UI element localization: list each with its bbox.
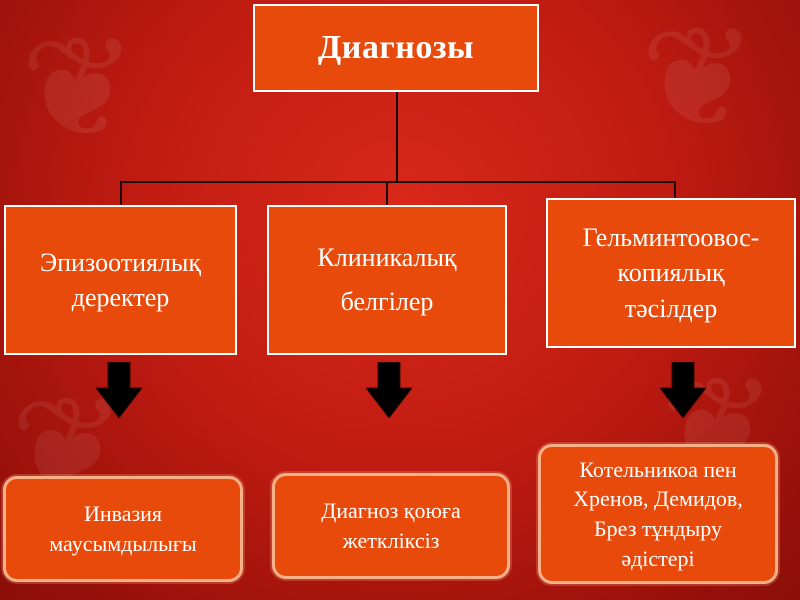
connector-middle-drop: [386, 181, 388, 205]
result-line: Диагноз қоюға: [321, 498, 461, 524]
result-box-insufficient: Диагноз қоюға жеткліксіз: [272, 473, 510, 579]
background-leaf-icon: ❦: [640, 2, 758, 157]
down-arrow-icon: [366, 362, 412, 418]
category-line: Эпизоотиялық: [39, 247, 202, 277]
result-line: Хренов, Демидов,: [573, 486, 743, 512]
result-line: жеткліксіз: [342, 528, 440, 553]
category-line: деректер: [71, 283, 170, 312]
down-arrow-icon: [660, 362, 706, 418]
diagnosis-title-box: Диагнозы: [253, 4, 539, 92]
result-line: маусымдылығы: [49, 531, 197, 556]
result-box-methods: Котельникоа пен Хренов, Демидов, Брез тұ…: [538, 444, 778, 584]
category-box-epizootic: Эпизоотиялық деректер: [4, 205, 237, 355]
category-line: копиялық: [617, 258, 725, 288]
category-line: Клиникалық: [317, 242, 457, 272]
category-box-clinical: Клиникалық белгілер: [267, 205, 507, 355]
connector-left-drop: [120, 181, 122, 205]
connector-vertical-top: [396, 92, 398, 182]
background-leaf-icon: ❦: [20, 12, 138, 167]
result-line: әдістері: [621, 545, 695, 571]
result-line: Инвазия: [83, 501, 163, 527]
result-line: Брез тұндыру: [594, 516, 722, 541]
down-arrow-icon: [96, 362, 142, 418]
connector-horizontal: [120, 181, 676, 183]
connector-right-drop: [674, 181, 676, 199]
result-box-seasonality: Инвазия маусымдылығы: [3, 476, 243, 582]
category-line: тәсілдер: [624, 293, 718, 323]
category-line: Гельминтоовос-: [582, 223, 760, 253]
diagnosis-title: Диагнозы: [317, 29, 475, 66]
category-box-helminthoovoscopic: Гельминтоовос- копиялық тәсілдер: [546, 198, 796, 348]
category-line: белгілер: [340, 287, 434, 316]
result-line: Котельникоа пен: [579, 456, 737, 482]
